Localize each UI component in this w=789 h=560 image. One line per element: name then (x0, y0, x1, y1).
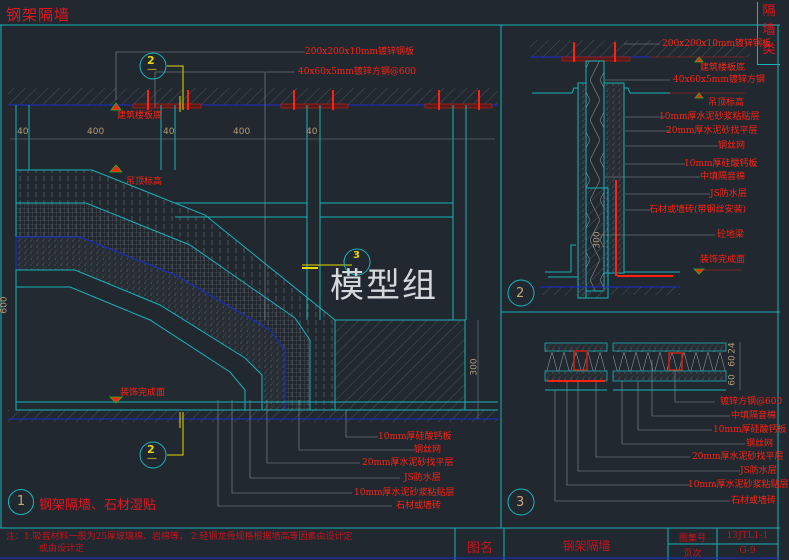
callout-sub: — (147, 64, 157, 75)
title-block-name-value: 钢架隔墙 (562, 539, 611, 553)
dim-label-vertical: 24 (727, 342, 738, 354)
detail1-steel-plates (132, 90, 493, 110)
label-layer: 20mm厚水泥砂找平层 (692, 452, 784, 462)
label-layer: 10mm厚水泥砂浆粘贴层 (688, 480, 789, 490)
label-layer: 镀锌方钢@600 (720, 397, 783, 407)
label-layer: JS防水层 (710, 189, 747, 199)
detail3-leaders (554, 360, 745, 502)
label-layer: 钢丝网 (718, 141, 746, 151)
dim-label: 40 (17, 127, 29, 137)
label-layer: 40x60x5mm镀锌方钢 (673, 75, 765, 85)
category-tab-char: 类 (762, 42, 776, 57)
detail1-leaders (115, 51, 415, 507)
detail1-steel-columns (15, 105, 467, 410)
label-layer: 石材或墙砖 (396, 501, 442, 511)
callout-number: 2 (147, 443, 155, 456)
label-layer: JS防水层 (404, 473, 441, 483)
detail2-leaders (600, 43, 745, 271)
label-layer: 20mm厚水泥砂找平层 (362, 458, 454, 468)
label-layer: 钢丝网 (414, 445, 442, 455)
category-tab-char: 隔 (762, 4, 776, 19)
title-block-name-label: 图名 (466, 541, 493, 556)
label-layer: 中填隔音棉 (731, 411, 777, 421)
label-layer: 10mm厚硅酸钙板 (378, 432, 452, 442)
detail2-section (530, 40, 750, 299)
detail3-section (544, 342, 741, 391)
label-layer: 钢丝网 (746, 439, 774, 449)
elevation-markers (109, 102, 123, 404)
watermark: 模型组 (330, 266, 438, 306)
label-layer: 砼地梁 (717, 230, 745, 240)
detail3-number: 3 (516, 495, 525, 510)
sheet-title: 钢架隔墙 (6, 6, 71, 24)
label-layer: 建筑楼板底 (700, 63, 746, 73)
note-line-2: 或由设计定 (39, 544, 85, 554)
dim-label-vertical: 60 (727, 374, 738, 386)
label-steel-plate: 200x200x10mm镀锌钢板 (305, 47, 415, 57)
title-block-page-label: 页次 (683, 549, 702, 559)
detail2-number: 2 (516, 286, 525, 301)
dim-label: 40 (163, 127, 175, 137)
label-layer: 10mm厚硅酸钙板 (713, 425, 787, 435)
callout-sub: — (147, 453, 157, 464)
label-layer: 20mm厚水泥砂找平层 (666, 126, 758, 136)
label-layer: 石材或墙砖(带钢丝安装) (649, 205, 747, 215)
detail2-circle (507, 279, 535, 307)
detail3-circle (507, 488, 535, 516)
category-tab-char: 墙 (762, 23, 776, 38)
title-block-atlas-value: 13JTL1-1 (726, 531, 769, 541)
title-block-atlas-label: 图集号 (678, 534, 706, 544)
detail1-slab (8, 88, 498, 106)
detail1-floor (8, 319, 498, 422)
label-layer: 10mm厚水泥砂浆粘贴层 (354, 488, 455, 498)
label-layer: 石材或墙砖 (731, 496, 777, 506)
label-layer: JS防水层 (740, 466, 777, 476)
sheet-frame (0, 24, 780, 560)
label-layer: 装饰完成面 (700, 255, 746, 265)
dim-label: 400 (233, 127, 251, 137)
label-layer: 中填隔音棉 (700, 172, 746, 182)
dim-label-vertical: 600 (0, 296, 10, 314)
label-steel-tube: 40x60x5mm镀锌方钢@600 (298, 67, 417, 77)
detail1-callout-lines (167, 65, 352, 456)
label-layer: 200x200x10mm镀锌钢板 (662, 39, 772, 49)
title-block-page-value: G-9 (739, 546, 756, 556)
label-ceiling-level: 吊顶标高 (126, 177, 163, 187)
label-floor-slab: 建筑楼板底 (117, 111, 163, 121)
label-layer: 10mm厚水泥砂浆粘贴层 (659, 112, 760, 122)
dim-label: 40 (306, 127, 318, 137)
detail1-caption: 钢架隔墙、石材湿贴 (39, 498, 157, 513)
dim-label: 400 (87, 127, 105, 137)
detail1-callout-circles (139, 52, 371, 469)
label-finish-surface: 装饰完成面 (120, 388, 166, 398)
label-layer: 吊顶标高 (708, 98, 745, 108)
dim-label-vertical: 300 (592, 231, 603, 249)
label-layer: 10mm厚硅酸钙板 (684, 159, 758, 169)
note-line-1: 注：1.吸音材料一般为25厚玻璃棉、岩棉等， 2.轻钢龙骨规格根据墙高等因素由设… (6, 532, 353, 542)
detail1-number: 1 (8, 489, 34, 515)
dim-label-vertical: 60 (727, 355, 738, 367)
category-tab[interactable]: 隔 墙 类 (757, 2, 780, 65)
detail1-cladding (15, 169, 336, 411)
title-block-lines (0, 528, 780, 560)
dim-label-vertical: 300 (469, 358, 480, 376)
callout-number: 2 (147, 54, 155, 67)
callout-number: 3 (353, 250, 360, 261)
